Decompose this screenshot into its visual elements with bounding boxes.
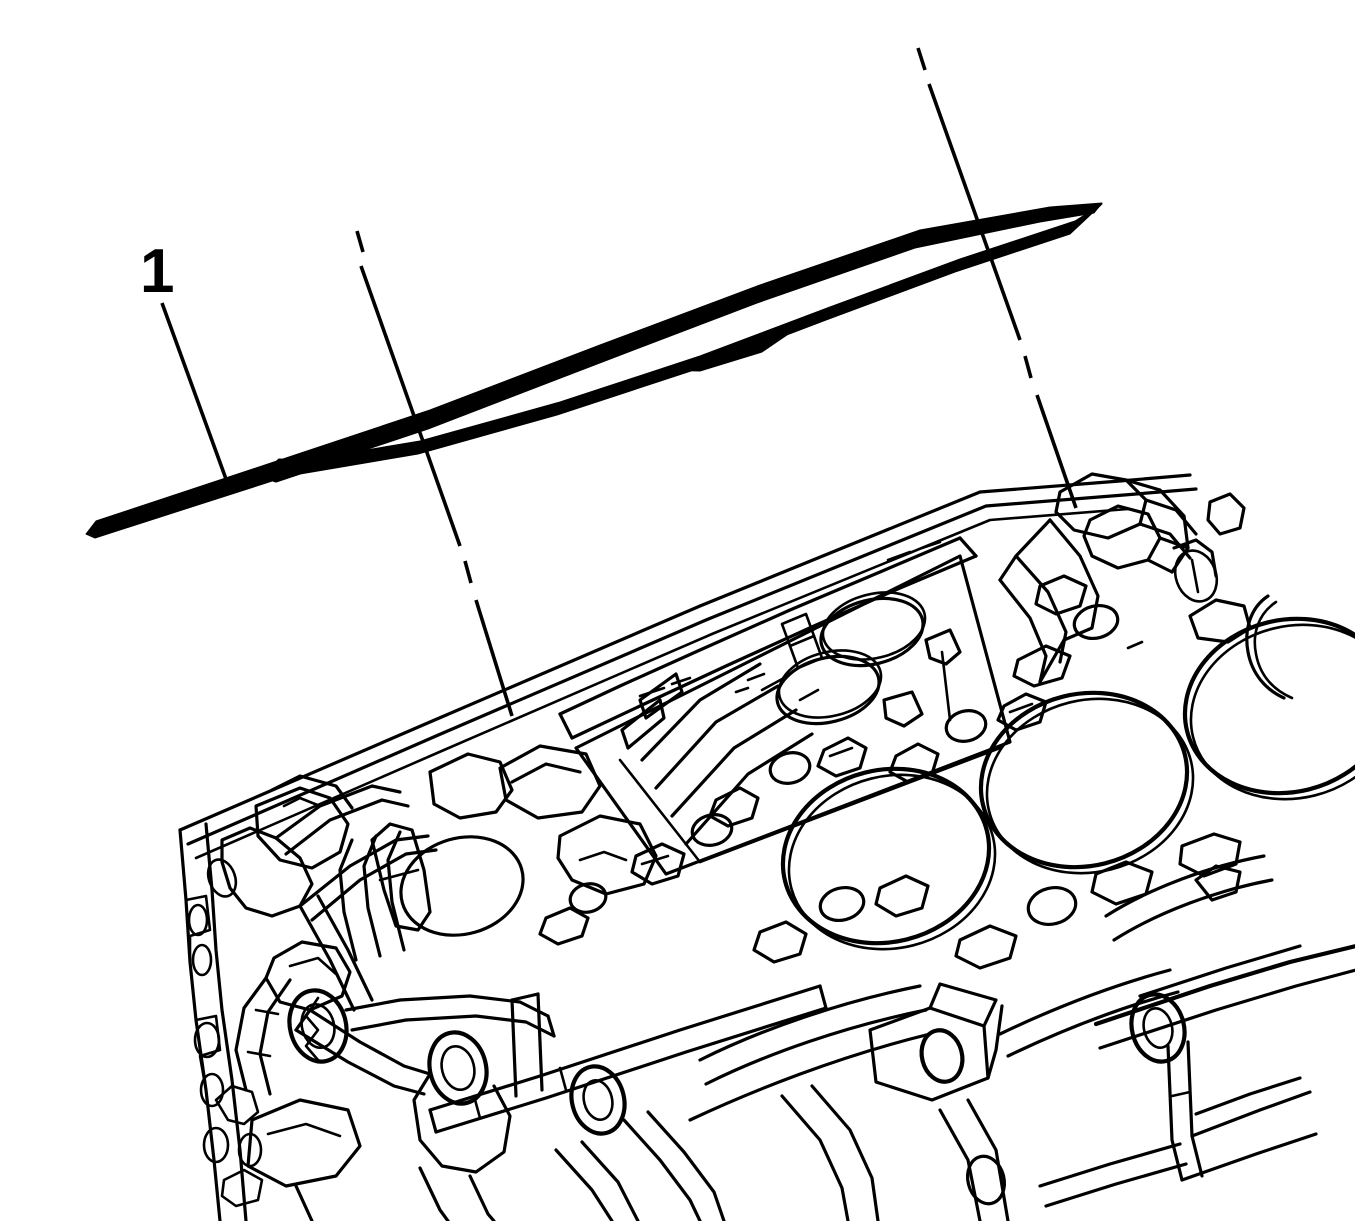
callout-1-label: 1 bbox=[140, 237, 174, 306]
gasket-part bbox=[85, 202, 1103, 539]
engine-block-part bbox=[178, 472, 1355, 1221]
callout-1-leader bbox=[160, 302, 232, 491]
centerline-left bbox=[355, 230, 514, 717]
centerline-right bbox=[916, 47, 1078, 509]
